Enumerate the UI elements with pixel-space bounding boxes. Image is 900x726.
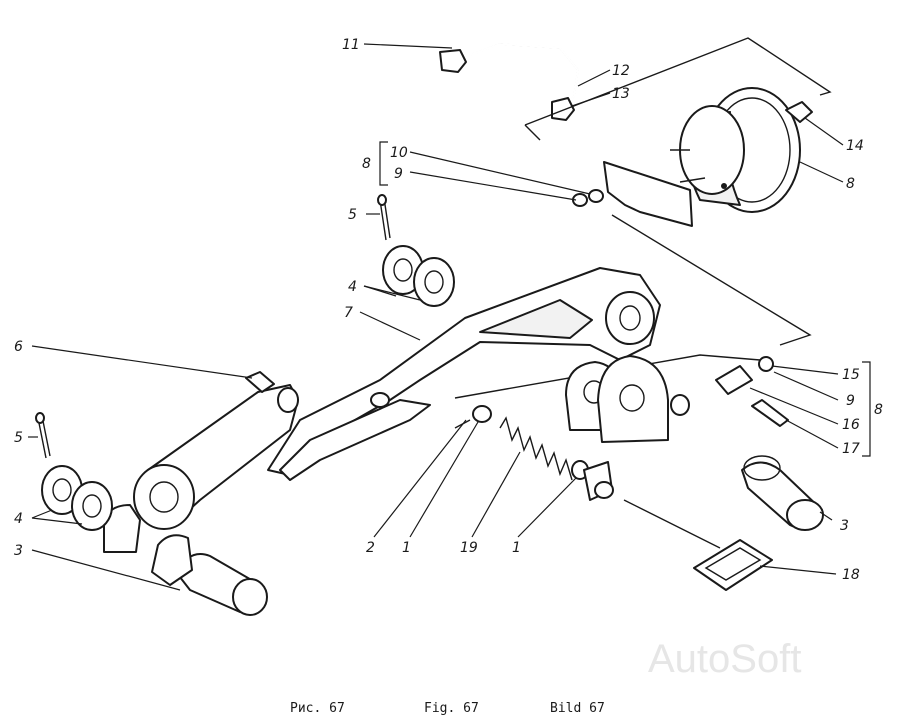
washers-lower <box>41 465 113 531</box>
brake-chamber <box>670 87 801 213</box>
washers-upper <box>382 245 455 307</box>
pin-right <box>741 455 824 531</box>
label-16: 16 <box>842 417 860 433</box>
return-spring <box>499 416 573 481</box>
label-11: 11 <box>342 37 360 53</box>
cotter-pin-lower <box>35 412 51 459</box>
nuts-9-10 <box>572 189 604 207</box>
label-1-right: 1 <box>512 540 521 556</box>
pedal-lever <box>267 267 661 481</box>
label-18: 18 <box>842 567 860 583</box>
label-6: 6 <box>14 339 23 355</box>
label-13: 13 <box>612 86 630 102</box>
label-5-upper: 5 <box>348 207 357 223</box>
caption-ru: Рис. 67 <box>290 701 345 716</box>
pivot-bracket <box>565 355 690 443</box>
lower-brackets <box>103 504 193 586</box>
label-4-upper: 4 <box>348 279 357 295</box>
label-3-lower: 3 <box>14 543 23 559</box>
label-12: 12 <box>612 63 630 79</box>
label-8-chamber: 8 <box>846 176 855 192</box>
label-4-lower: 4 <box>14 511 23 527</box>
label-8-lower: 8 <box>874 402 883 418</box>
caption-de: Bild 67 <box>550 701 605 716</box>
label-14: 14 <box>846 138 864 154</box>
figure-caption: Рис. 67 Fig. 67 Bild 67 <box>290 701 605 716</box>
breather-14 <box>785 101 813 123</box>
label-15: 15 <box>842 367 860 383</box>
bracket-plate <box>603 161 693 227</box>
label-7: 7 <box>344 305 353 321</box>
label-10: 10 <box>390 145 408 161</box>
label-8-upper: 8 <box>362 156 371 172</box>
part-labels: 11 12 13 14 8 10 9 8 5 4 7 6 5 4 3 2 1 1… <box>14 37 883 583</box>
caption-en: Fig. 67 <box>424 701 479 716</box>
label-19: 19 <box>460 540 478 556</box>
label-9-lower: 9 <box>846 393 855 409</box>
rod-and-pull-handle <box>583 461 773 591</box>
label-1-left: 1 <box>402 540 411 556</box>
leader-lines <box>28 43 871 591</box>
label-17: 17 <box>842 441 860 457</box>
label-5-lower: 5 <box>14 430 23 446</box>
watermark: AutoSoft <box>648 637 801 681</box>
lower-lever <box>133 371 299 530</box>
brake-pipe <box>439 42 580 121</box>
label-9-upper: 9 <box>394 166 403 182</box>
cotter-pin-upper <box>377 194 391 241</box>
label-2: 2 <box>366 540 375 556</box>
small-parts-15-17 <box>715 356 789 427</box>
label-3-right: 3 <box>840 518 849 534</box>
frame-lines <box>454 37 832 399</box>
